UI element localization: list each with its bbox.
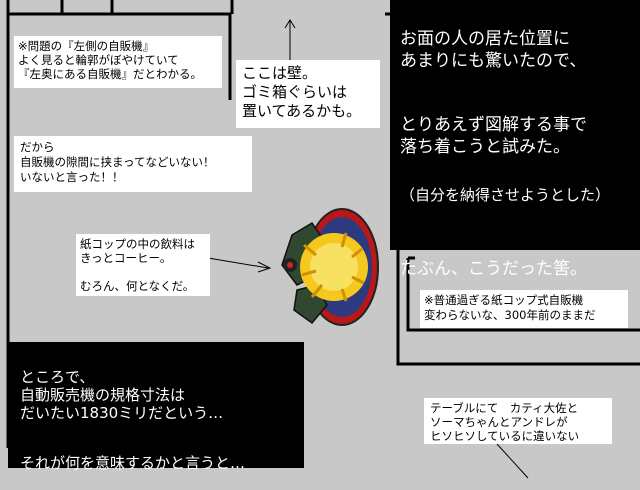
note-no-gap: だから 自販機の隙間に挟まってなどいない！ いないと言った！！	[14, 136, 252, 192]
masked-person-figure	[281, 208, 379, 326]
note-left-vending-machine: ※問題の『左側の自販機』 よく見ると輪郭がぼやけていて 『左奥にある自販機』だと…	[14, 36, 222, 88]
narration-line-5: ところで、 自動販売機の規格寸法は だいたい1830ミリだという…	[20, 368, 224, 422]
note-paper-cup-vending-machine: ※普通過ぎる紙コップ式自販機 変わらないな、300年前のままだ	[420, 290, 628, 328]
note-table: テーブルにて カティ大佐と ソーマちゃんとアンドレが ヒソヒソしているに違いない	[424, 398, 612, 444]
narration-top-right: お面の人の居た位置に あまりにも驚いたので、 とりあえず図解する事で 落ち着こう…	[390, 0, 640, 279]
note-wall: ここは壁。 ゴミ箱ぐらいは 置いてあるかも。	[236, 60, 380, 128]
narration-line-6: それが何を意味するかと言うと…	[20, 454, 246, 472]
narration-line-3: （自分を納得させようとした）	[400, 186, 611, 204]
narration-line-4: たぶん、こうだった筈。	[400, 259, 587, 279]
illustration-canvas: ※問題の『左側の自販機』 よく見ると輪郭がぼやけていて 『左奥にある自販機』だと…	[6, 0, 640, 479]
narration-line-2: とりあえず図解する事で 落ち着こうと試みた。	[400, 115, 587, 157]
narration-line-1: お面の人の居た位置に あまりにも驚いたので、	[400, 29, 587, 71]
narration-bottom-left: ところで、 自動販売機の規格寸法は だいたい1830ミリだという… それが何を意…	[8, 342, 304, 472]
note-paper-cup-drink: 紙コップの中の飲料は きっとコーヒー。 むろん、何となくだ。	[76, 234, 210, 296]
